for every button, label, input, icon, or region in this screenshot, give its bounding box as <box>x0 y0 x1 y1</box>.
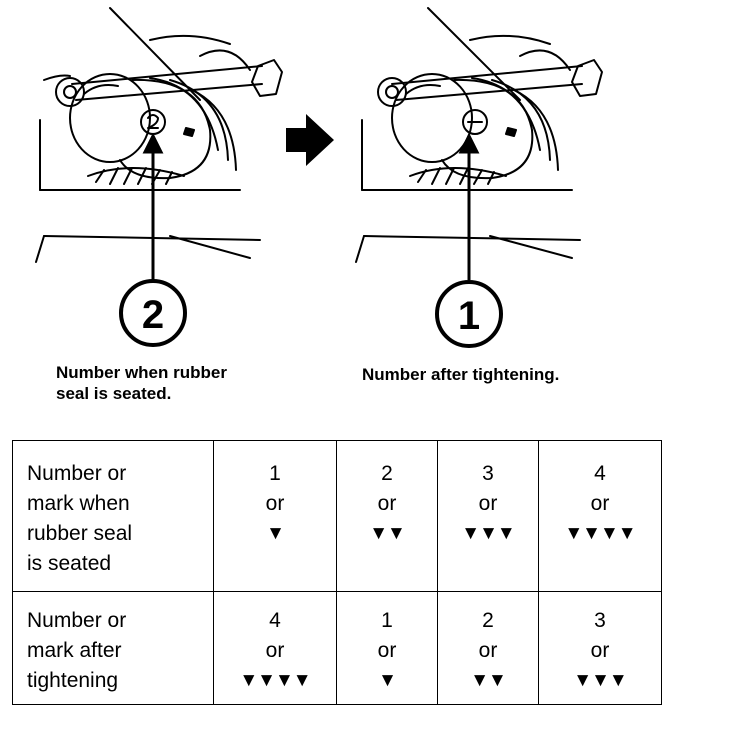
table-row-seated: Number or mark when rubber seal is seate… <box>12 440 662 592</box>
cell-or: or <box>377 492 397 515</box>
triangle-marks-icon: ▼▼ <box>369 523 406 544</box>
table-cell: 2 or ▼▼ <box>336 440 438 592</box>
cell-number: 2 <box>381 462 393 485</box>
table-cell: 3 or ▼▼▼ <box>538 591 662 705</box>
table-cell: 4 or ▼▼▼▼ <box>538 440 662 592</box>
cell-number: 2 <box>482 609 494 632</box>
right-drawing <box>355 7 603 263</box>
caption-tightened: Number after tightening. <box>362 365 560 384</box>
row-header-tightened: Number or mark after tightening <box>12 591 214 705</box>
callout-circle-right <box>435 280 503 348</box>
cell-or: or <box>265 492 285 515</box>
table-cell: 3 or ▼▼▼ <box>437 440 539 592</box>
cell-or: or <box>377 639 397 662</box>
cell-or: or <box>478 492 498 515</box>
caption-seated: Number when rubber seal is seated. <box>56 363 227 403</box>
cell-number: 1 <box>381 609 393 632</box>
cell-number: 3 <box>482 462 494 485</box>
table-cell: 1 or ▼ <box>213 440 337 592</box>
cell-number: 1 <box>269 462 281 485</box>
callout-number-left: 2 <box>142 293 164 337</box>
table-row-tightened: Number or mark after tightening 4 or ▼▼▼… <box>12 591 662 705</box>
callout-number-right: 1 <box>458 294 480 338</box>
cell-number: 4 <box>594 462 606 485</box>
cell-number: 3 <box>594 609 606 632</box>
direction-arrow-icon <box>286 114 334 166</box>
cell-or: or <box>265 639 285 662</box>
table-cell: 2 or ▼▼ <box>437 591 539 705</box>
callout-circle-left <box>119 279 187 347</box>
tightening-table: Number or mark when rubber seal is seate… <box>12 440 662 705</box>
oil-filter-illustration: 2 1 <box>35 7 603 348</box>
cell-number: 4 <box>269 609 281 632</box>
table-cell: 4 or ▼▼▼▼ <box>213 591 337 705</box>
left-drawing <box>35 7 283 263</box>
table-cell: 1 or ▼ <box>336 591 438 705</box>
triangle-marks-icon: ▼ <box>266 523 285 544</box>
triangle-marks-icon: ▼▼ <box>470 670 507 691</box>
triangle-marks-icon: ▼▼▼ <box>573 670 627 691</box>
triangle-marks-icon: ▼▼▼ <box>461 523 515 544</box>
cell-or: or <box>478 639 498 662</box>
cell-or: or <box>590 492 610 515</box>
leader-arrows <box>142 132 480 282</box>
cell-or: or <box>590 639 610 662</box>
row-header-seated: Number or mark when rubber seal is seate… <box>12 440 214 592</box>
triangle-marks-icon: ▼▼▼▼ <box>564 523 636 544</box>
triangle-marks-icon: ▼▼▼▼ <box>239 670 311 691</box>
triangle-marks-icon: ▼ <box>378 670 397 691</box>
